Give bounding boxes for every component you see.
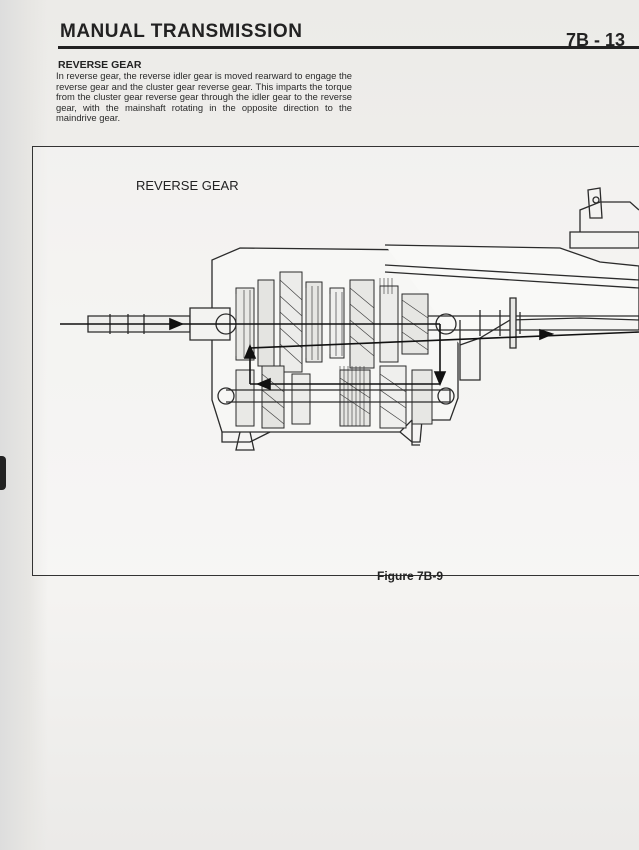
section-heading: REVERSE GEAR (58, 59, 142, 71)
figure-caption: Figure 7B-9 (377, 569, 444, 583)
page-title: MANUAL TRANSMISSION (60, 21, 303, 42)
transmission-diagram (60, 187, 639, 451)
page-edge-tab (0, 456, 6, 490)
binding-shadow (0, 0, 48, 850)
header-rule (58, 46, 639, 49)
section-body: In reverse gear, the reverse idler gear … (56, 70, 352, 124)
page-number: 7B - 13 (565, 30, 625, 50)
page-header: MANUAL TRANSMISSION 7B - 13 (58, 18, 639, 52)
diagram-title: REVERSE GEAR (136, 178, 239, 193)
